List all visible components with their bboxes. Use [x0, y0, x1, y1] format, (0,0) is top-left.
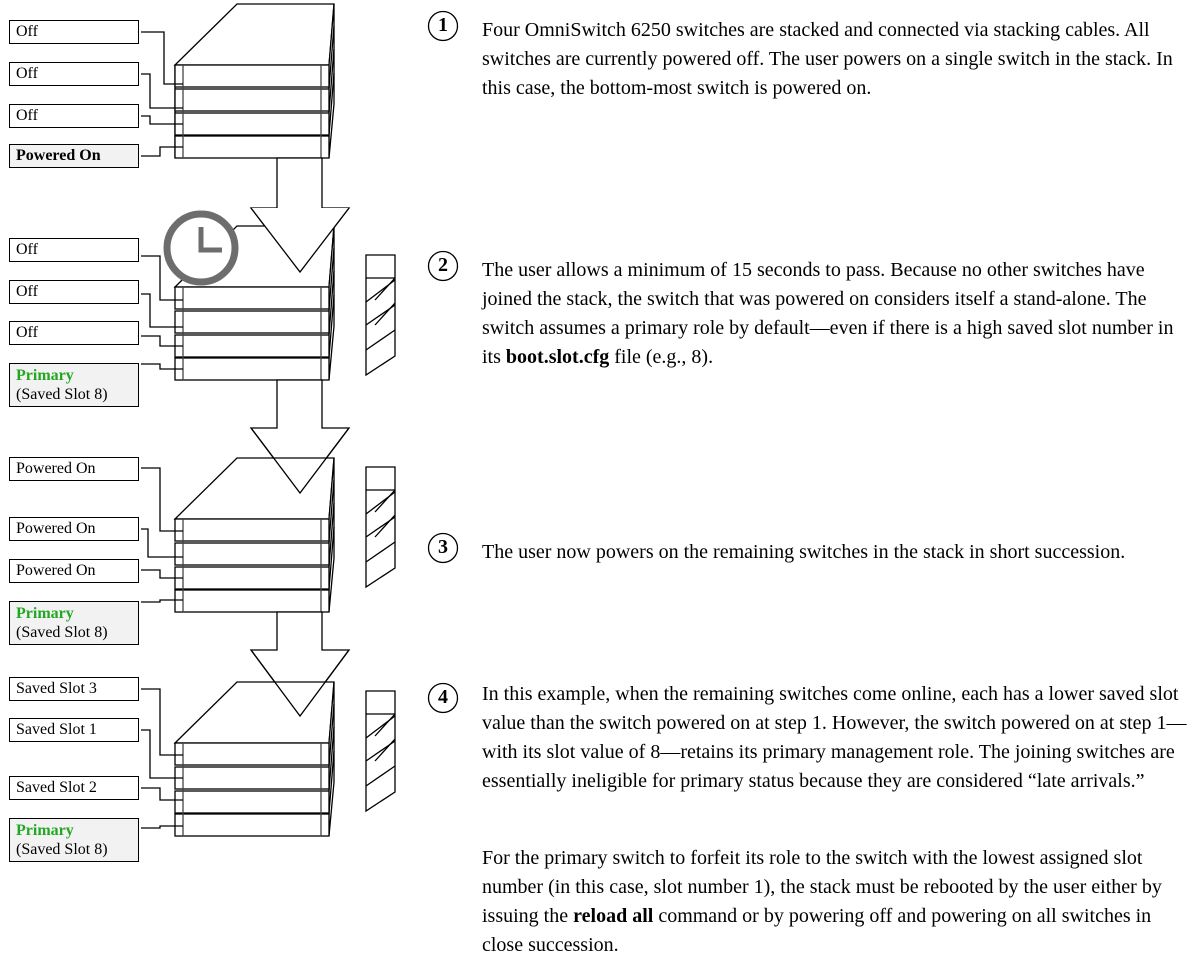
step-text-after: file (e.g., 8). — [609, 346, 714, 368]
stage2-primary-label: Primary (Saved Slot 8) — [9, 363, 139, 407]
switch-1-2 — [174, 88, 330, 112]
step-number: 4 — [438, 686, 448, 708]
stage4-primary-label: Primary (Saved Slot 8) — [9, 818, 139, 862]
config-filename: boot.slot.cfg — [505, 346, 610, 368]
clock-icon — [163, 210, 239, 286]
stacking-diagram — [141, 3, 396, 837]
step-text: In this example, when the remaining swit… — [482, 683, 1187, 792]
step-text-extra: For the primary switch to forfeit its ro… — [482, 844, 1187, 960]
step-text-before: The user allows a minimum of 15 seconds … — [482, 259, 1174, 368]
arrow-2-overlay — [251, 208, 349, 272]
primary-subtitle: (Saved Slot 8) — [16, 624, 108, 641]
stage3-label-2: Powered On — [9, 517, 139, 541]
stage2-label-1: Off — [9, 238, 139, 262]
stack-3 — [141, 457, 396, 613]
stage1-label-3: Off — [9, 104, 139, 128]
primary-subtitle: (Saved Slot 8) — [16, 841, 108, 858]
step-number: 3 — [438, 536, 448, 558]
primary-title: Primary — [16, 605, 74, 622]
stage3-label-1: Powered On — [9, 457, 139, 481]
step-number-badge: 2 — [427, 250, 459, 282]
step-number-badge: 3 — [427, 532, 459, 564]
stage4-label-2: Saved Slot 1 — [9, 718, 139, 742]
stage1-label-2: Off — [9, 62, 139, 86]
step-number: 2 — [438, 254, 448, 276]
switch-1-1 — [174, 64, 330, 88]
switch-1-3 — [174, 112, 330, 136]
stage3-primary-label: Primary (Saved Slot 8) — [9, 601, 139, 645]
stage4-label-3: Saved Slot 2 — [9, 776, 139, 800]
stage4-label-1: Saved Slot 3 — [9, 677, 139, 701]
step-number: 1 — [438, 14, 448, 36]
stage2-label-2: Off — [9, 280, 139, 304]
command-name: reload all — [573, 905, 654, 927]
switch-1-4 — [174, 135, 330, 159]
stage3-label-3: Powered On — [9, 559, 139, 583]
primary-subtitle: (Saved Slot 8) — [16, 386, 108, 403]
extra-before: For the primary switch to forfeit its ro… — [482, 847, 1162, 927]
stack-1 — [141, 3, 335, 159]
step-number-badge: 4 — [427, 682, 459, 714]
stack-4 — [141, 681, 396, 837]
stage2-label-3: Off — [9, 321, 139, 345]
stage1-label-4: Powered On — [9, 144, 139, 168]
step-text: The user allows a minimum of 15 seconds … — [482, 256, 1187, 372]
step-number-badge: 1 — [427, 10, 459, 42]
primary-title: Primary — [16, 822, 74, 839]
step-text: Four OmniSwitch 6250 switches are stacke… — [482, 19, 1173, 99]
step-text: The user now powers on the remaining swi… — [482, 541, 1126, 563]
primary-title: Primary — [16, 367, 74, 384]
stage1-label-1: Off — [9, 20, 139, 44]
